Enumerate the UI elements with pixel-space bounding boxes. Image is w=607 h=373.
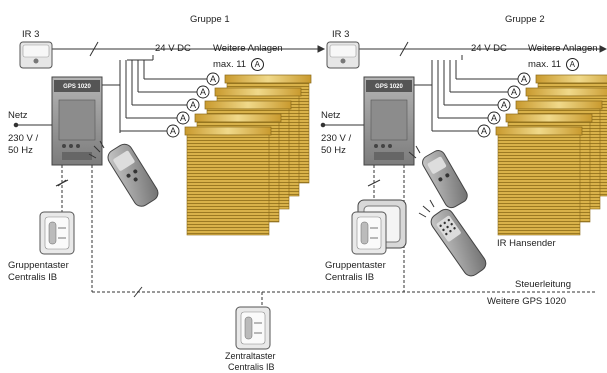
dc-label-1: 24 V DC xyxy=(155,43,191,54)
blind-marker-circle xyxy=(166,124,180,138)
blind-marker-circle xyxy=(477,124,491,138)
ir3-receiver-2 xyxy=(326,41,360,69)
blind-marker-circle xyxy=(186,98,200,112)
max-circle-1: A xyxy=(250,58,264,71)
central-switch-label-1: Zentraltaster xyxy=(225,351,276,361)
net-label-2: Netz xyxy=(321,110,341,121)
more-label-2: Weitere Anlagen xyxy=(528,43,598,54)
blind-marker-label: A xyxy=(521,74,527,84)
ir-signal-2a xyxy=(408,145,421,159)
group-2: GPS 1020 xyxy=(320,41,463,292)
group-1-title: Gruppe 1 xyxy=(190,14,230,25)
blind-marker-circle xyxy=(487,111,501,125)
blind-marker-circle xyxy=(507,85,521,99)
blind-marker-circle xyxy=(206,72,220,86)
central-switch xyxy=(235,306,271,350)
main-bus-line xyxy=(34,41,607,57)
ir-signal-1 xyxy=(88,140,105,159)
ir3-label-2: IR 3 xyxy=(332,29,350,40)
group-switch-label-2a: Gruppentaster xyxy=(325,260,386,271)
group-switch-label-1a: Gruppentaster xyxy=(8,260,69,271)
group-switch-1 xyxy=(39,211,75,255)
blind-marker-label: A xyxy=(180,113,186,123)
max-text-1: max. 11 xyxy=(213,59,247,70)
ir-remote-1 xyxy=(107,143,159,207)
blind-marker-circle xyxy=(176,111,190,125)
ir-remote-2a xyxy=(422,150,468,209)
max-text-2: max. 11 xyxy=(528,59,562,70)
frequency-label-1: 50 Hz xyxy=(8,145,33,156)
blind-marker-label: A xyxy=(210,74,216,84)
ir3-label-1: IR 3 xyxy=(22,29,40,40)
voltage-label-1: 230 V / xyxy=(8,133,39,144)
max-label-1: max. 11 A xyxy=(213,58,264,71)
weitere-gps-label: Weitere GPS 1020 xyxy=(487,296,567,307)
gps1020-controller-2: GPS 1020 xyxy=(363,76,415,166)
dc-label-2: 24 V DC xyxy=(471,43,507,54)
group-switch-label-1b: Centralis IB xyxy=(8,272,58,283)
group-2-title: Gruppe 2 xyxy=(505,14,545,25)
blind-marker-label: A xyxy=(501,100,507,110)
ir-hansender-remote xyxy=(430,208,487,277)
ir3-receiver-1 xyxy=(19,41,53,69)
voltage-label-2: 230 V / xyxy=(321,133,352,144)
ir-hansender-label: IR Hansender xyxy=(497,238,556,249)
net-label-1: Netz xyxy=(8,110,28,121)
control-line xyxy=(92,291,596,308)
frequency-label-2: 50 Hz xyxy=(321,145,346,156)
ir-signal-2b xyxy=(418,199,435,218)
max-circle-2: A xyxy=(565,58,579,71)
svg-text:GPS 1020: GPS 1020 xyxy=(375,84,403,90)
blind-marker-circle xyxy=(517,72,531,86)
gps1020-controller-1: GPS 1020 xyxy=(51,76,103,166)
max-label-2: max. 11 A xyxy=(528,58,579,71)
blind-1-1 xyxy=(184,126,272,236)
blind-marker-circle xyxy=(497,98,511,112)
group-switch-2 xyxy=(351,199,407,255)
central-switch-label-2: Centralis IB xyxy=(228,362,275,372)
blind-marker-label: A xyxy=(481,126,487,136)
steuerleitung-label: Steuerleitung xyxy=(515,279,571,290)
more-label-1: Weitere Anlagen xyxy=(213,43,283,54)
blind-marker-label: A xyxy=(491,113,497,123)
group-switch-label-2b: Centralis IB xyxy=(325,272,375,283)
blind-marker-label: A xyxy=(190,100,196,110)
blind-marker-circle xyxy=(196,85,210,99)
blind-marker-label: A xyxy=(170,126,176,136)
blind-marker-label: A xyxy=(200,87,206,97)
blind-marker-label: A xyxy=(511,87,517,97)
svg-text:GPS 1020: GPS 1020 xyxy=(63,84,91,90)
blind-2-1 xyxy=(495,126,583,236)
